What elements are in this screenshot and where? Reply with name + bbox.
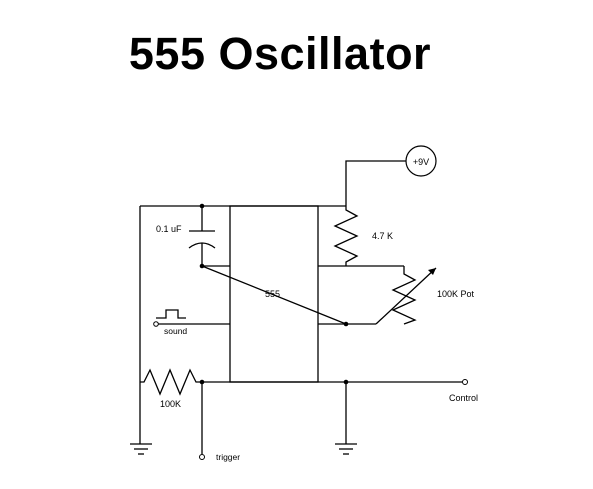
supply-node	[345, 145, 437, 206]
cap-label: 0.1 uF	[156, 224, 182, 234]
r1-label: 4.7 K	[372, 231, 393, 241]
control-terminal	[462, 379, 468, 385]
diagram-title: 555 Oscillator	[128, 28, 432, 79]
sound-label: sound	[164, 326, 187, 336]
trigger-label: trigger	[216, 452, 240, 462]
resistor-4k7	[333, 206, 359, 266]
resistor-100k	[140, 368, 202, 396]
control-label: Control	[449, 393, 478, 403]
capacitor-0-1uf	[188, 206, 216, 266]
potentiometer-100k	[375, 266, 437, 325]
supply-wire	[345, 160, 406, 206]
sound-input	[153, 309, 230, 327]
pot-label: 100K Pot	[437, 289, 475, 299]
trigger-terminal	[199, 454, 205, 460]
ground-left-icon	[130, 443, 152, 455]
diagonal-wire	[201, 265, 347, 325]
r2-label: 100K	[160, 399, 181, 409]
ground-right-icon	[335, 382, 357, 455]
ic-label: 555	[265, 289, 280, 299]
supply-label: +9V	[413, 157, 429, 167]
